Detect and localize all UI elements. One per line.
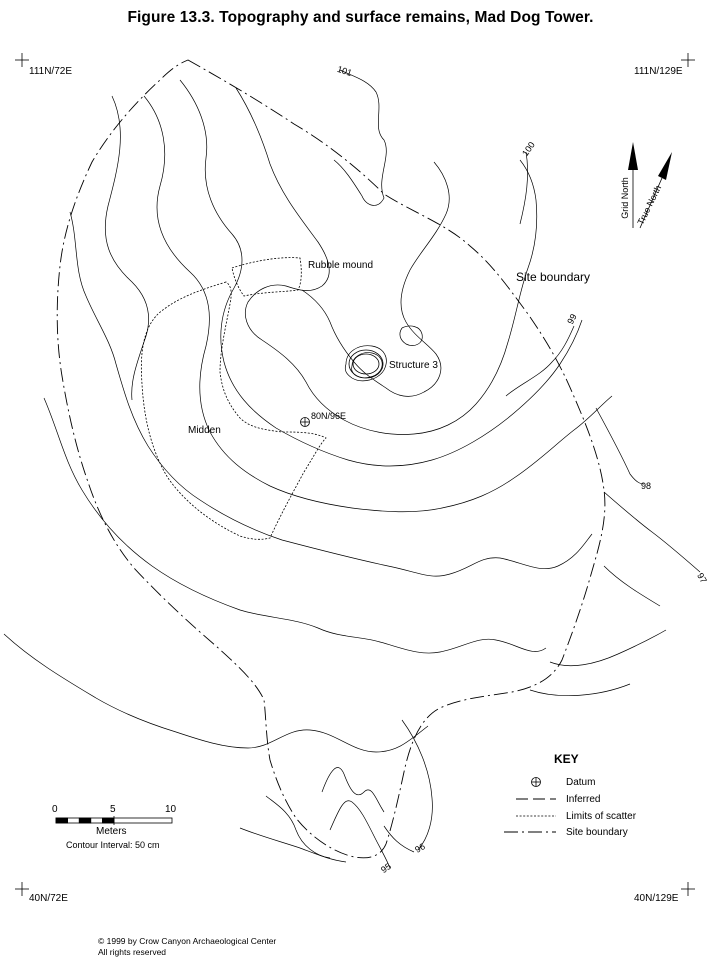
key-title: KEY (554, 752, 579, 766)
site-boundary-label: Site boundary (516, 270, 591, 284)
scale-tick-10: 10 (165, 804, 177, 815)
key-symbols (504, 777, 556, 833)
key-item-scatter: Limits of scatter (566, 811, 637, 822)
midden-scatter-outline (140, 281, 327, 540)
grid-north-label: Grid North (619, 177, 630, 219)
site-boundary-line (56, 59, 606, 859)
key-item-inferred: Inferred (566, 794, 601, 805)
scale-unit-label: Meters (96, 826, 127, 837)
key-datum-symbol (531, 777, 541, 787)
copyright-line-1: © 1999 by Crow Canyon Archaeological Cen… (98, 936, 277, 946)
copyright-notice: © 1999 by Crow Canyon Archaeological Cen… (98, 936, 276, 958)
datum-marker (300, 417, 310, 427)
key-item-datum: Datum (566, 777, 596, 788)
corner-label-top-left: 111N/72E (29, 66, 72, 77)
copyright-line-2: All rights reserved (98, 947, 167, 957)
corner-label-bottom-right: 40N/129E (634, 893, 679, 904)
scale-tick-0: 0 (52, 804, 58, 815)
scale-tick-5: 5 (110, 804, 116, 815)
key-item-boundary: Site boundary (566, 827, 628, 838)
corner-crosses (15, 53, 695, 896)
figure-title: Figure 13.3. Topography and surface rema… (127, 9, 594, 26)
contour-lines (3, 69, 701, 869)
north-arrows (628, 142, 672, 229)
rubble-mound-label: Rubble mound (308, 260, 374, 271)
rubble-mound-outline (231, 257, 302, 297)
contour-label-98: 98 (641, 481, 652, 491)
scale-bar (55, 816, 173, 825)
scatter-limits (140, 257, 327, 540)
midden-label: Midden (188, 425, 221, 436)
structure-3-ring (348, 349, 384, 379)
datum-label: 80N/96E (311, 411, 347, 421)
corner-label-bottom-left: 40N/72E (29, 893, 68, 904)
corner-label-top-right: 111N/129E (634, 66, 683, 77)
contour-interval-label: Contour Interval: 50 cm (66, 840, 160, 850)
structure-3-label: Structure 3 (389, 360, 438, 371)
